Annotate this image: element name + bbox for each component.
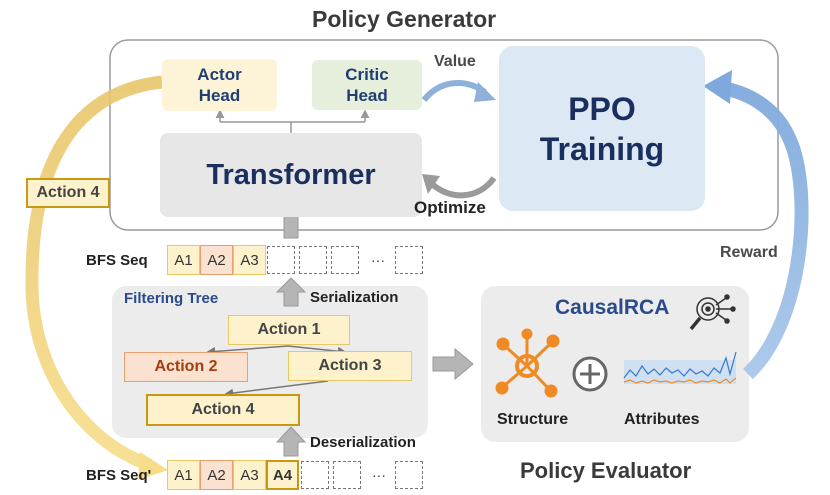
plus-icon [572, 356, 608, 392]
action1-node: Action 1 [228, 315, 350, 345]
bfs-cell: A3 [233, 245, 266, 275]
bfs-ellipsis: ··· [371, 252, 385, 268]
bfs-prime-empty-cell [301, 461, 329, 489]
bfs-seq-prime-cells: A1 A2 A3 A4 ··· [167, 460, 427, 490]
structure-label: Structure [497, 411, 569, 428]
bfs-prime-cell: A1 [167, 460, 200, 490]
value-arrow-head [474, 82, 496, 102]
blue-arc-head [703, 70, 732, 104]
yellow-feedback-arc [25, 75, 163, 472]
serialization-label: Serialization [310, 289, 399, 306]
right-arrow-to-evaluator [432, 347, 474, 381]
bfs-empty-cell [267, 246, 295, 274]
bfs-prime-cell: A2 [200, 460, 233, 490]
bfs-empty-cell [299, 246, 327, 274]
bfs-cell: A2 [200, 245, 233, 275]
structure-graph-icon [495, 328, 560, 398]
bfs-prime-empty-cell [395, 461, 423, 489]
policy-evaluator-title: Policy Evaluator [520, 458, 692, 483]
deserialization-label: Deserialization [310, 434, 416, 451]
optimize-arrow-head [422, 174, 440, 194]
action3-node: Action 3 [288, 351, 412, 381]
bfs-prime-ellipsis: ··· [372, 467, 386, 483]
edge-a1-a2 [206, 345, 289, 356]
critic-head-box: Critic Head [312, 60, 422, 110]
bfs-cell: A1 [167, 245, 200, 275]
up-arrow-serialization [275, 277, 307, 307]
value-label: Value [434, 53, 476, 70]
causalrca-label: CausalRCA [555, 296, 670, 319]
reward-label: Reward [720, 244, 778, 261]
bfs-empty-cell [395, 246, 423, 274]
bfs-prime-cell: A3 [233, 460, 266, 490]
filtering-tree-title: Filtering Tree [124, 290, 219, 307]
edge-a3-a4 [224, 380, 329, 398]
bfs-prime-empty-cell [333, 461, 361, 489]
blue-reward-arc [720, 81, 809, 380]
attributes-timeseries-icon [623, 351, 737, 384]
attributes-label: Attributes [624, 411, 700, 428]
actor-head-box: Actor Head [162, 59, 277, 111]
bfs-seq-prime-label: BFS Seq' [86, 467, 152, 484]
optimize-arrow [430, 176, 497, 199]
ppo-training-box: PPO Training [499, 46, 705, 211]
transformer-box: Transformer [160, 133, 422, 217]
action4-node: Action 4 [146, 394, 300, 426]
bfs-seq-cells: A1 A2 A3 ··· [167, 245, 427, 275]
magnifier-network-icon [689, 294, 736, 331]
bfs-seq-label: BFS Seq [86, 252, 148, 269]
action4-side-box: Action 4 [26, 178, 110, 208]
optimize-label: Optimize [414, 198, 486, 217]
bfs-empty-cell [331, 246, 359, 274]
action2-node: Action 2 [124, 352, 248, 382]
policy-generator-title: Policy Generator [312, 6, 497, 32]
policy-evaluator-container [481, 286, 749, 442]
yellow-arc-head [138, 452, 168, 480]
bfs-prime-cell: A4 [266, 460, 299, 490]
up-arrow-deserialization [275, 426, 307, 457]
